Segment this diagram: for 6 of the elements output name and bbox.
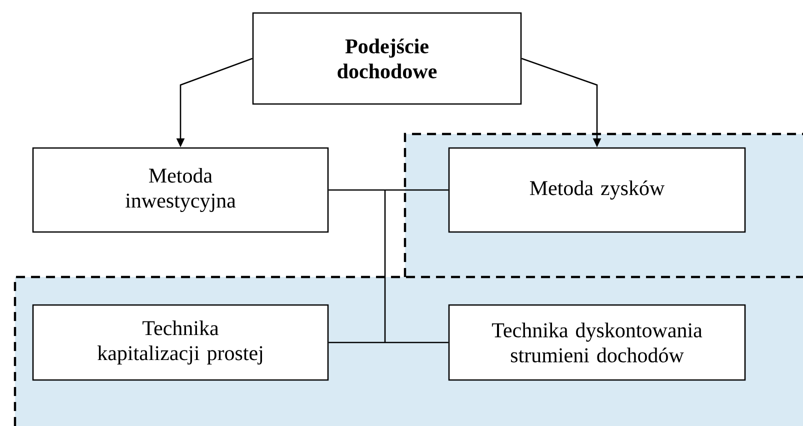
process-box: Technika kapitalizacji prostej	[32, 304, 329, 381]
process-box: Metoda zysków	[448, 147, 746, 233]
process-box: Metoda inwestycyjna	[32, 147, 329, 233]
process-box: Podejście dochodowe	[252, 12, 522, 105]
process-box: Technika dyskontowania strumieni dochodów	[448, 304, 746, 381]
connector	[328, 189, 449, 344]
